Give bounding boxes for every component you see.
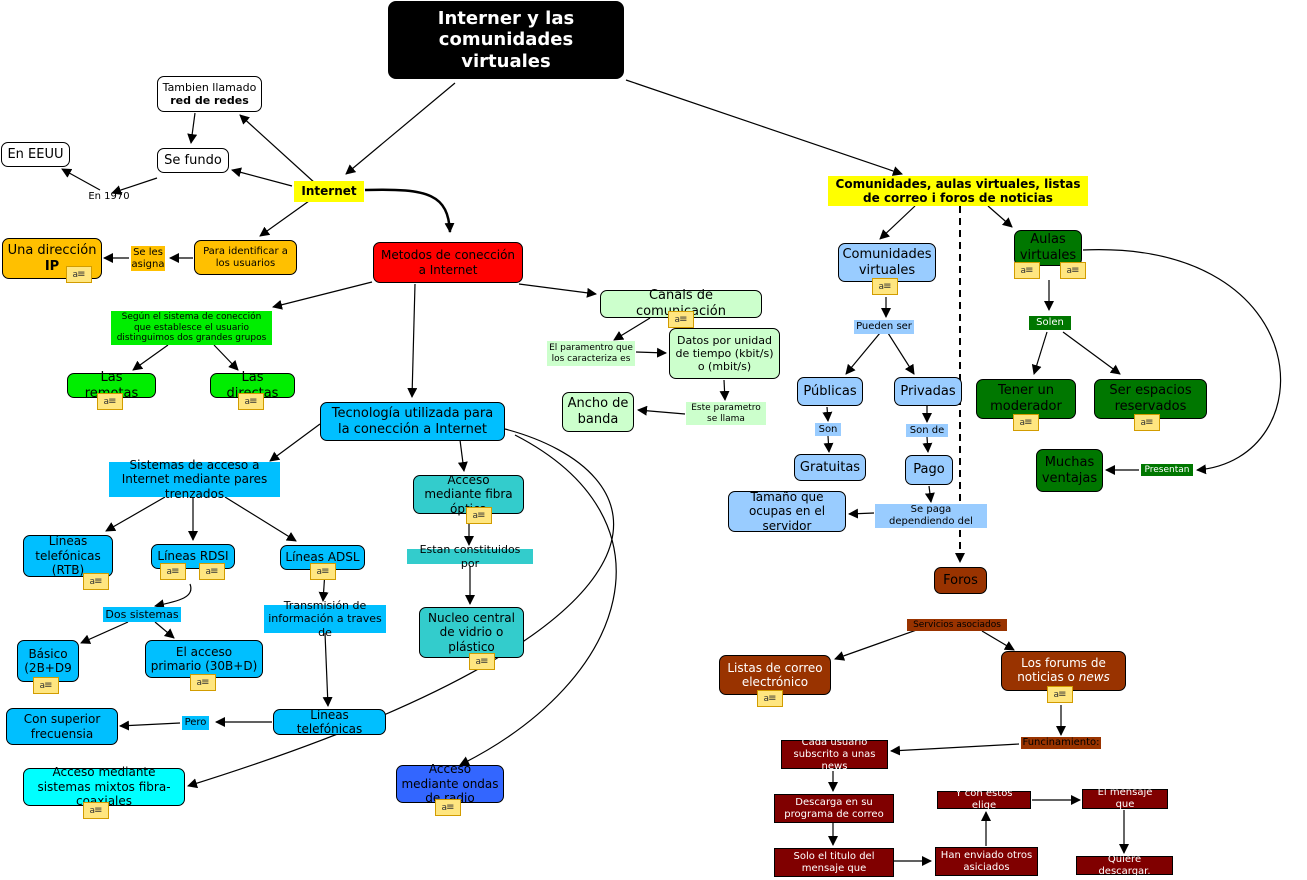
resource-icon[interactable]: a≡: [668, 311, 694, 328]
solen-label: Solen: [1029, 316, 1071, 330]
tamano-node[interactable]: Tamaño que ocupas en el servidor: [728, 490, 846, 533]
resource-icon[interactable]: a≡: [1047, 686, 1073, 703]
superior-frecuencia-node[interactable]: Con superior frecuensia: [6, 708, 118, 745]
listas-correo-node[interactable]: Listas de correo electrónico: [719, 655, 831, 695]
quiere-descargar-node[interactable]: Quiere descargar.: [1076, 854, 1173, 877]
resource-icon[interactable]: a≡: [469, 653, 495, 670]
red-de-redes-text: red de redes: [170, 94, 249, 107]
forums-noticias-node[interactable]: Los forums de noticias o news: [1001, 651, 1126, 691]
se-fundo-node[interactable]: Se fundo: [157, 148, 229, 173]
resource-icon[interactable]: a≡: [1134, 414, 1160, 431]
resource-icon[interactable]: a≡: [83, 573, 109, 590]
segun-sistema-label: Según el sistema de conección que establ…: [111, 311, 272, 345]
se-les-asigna-label: Se les asigna: [131, 246, 165, 271]
resource-icon[interactable]: a≡: [757, 690, 783, 707]
el-mensaje-node[interactable]: El mensaje que: [1082, 787, 1168, 810]
muchas-ventajas-node[interactable]: Muchas ventajas: [1036, 449, 1103, 492]
en-eeuu-node[interactable]: En EEUU: [1, 142, 70, 167]
pueden-ser-label: Pueden ser: [854, 320, 914, 334]
nucleo-node[interactable]: Nucleo central de vidrio o plástico: [419, 607, 524, 658]
moderador-node[interactable]: Tener un moderador: [976, 379, 1076, 419]
privadas-node[interactable]: Privadas: [894, 377, 962, 406]
acceso-primario-node[interactable]: El acceso primario (30B+D): [145, 640, 263, 678]
direccion-text: Una dirección: [7, 242, 97, 258]
solo-titulo-node[interactable]: Solo el titulo del mensaje que: [774, 848, 894, 877]
resource-icon[interactable]: a≡: [310, 563, 336, 580]
resource-icon[interactable]: a≡: [1013, 414, 1039, 431]
sistemas-acceso-label: Sistemas de acceso a Internet mediante p…: [109, 458, 280, 501]
servicios-asociados-label: Servicios asociados: [907, 619, 1007, 631]
resource-icon[interactable]: a≡: [1060, 262, 1086, 279]
metodos-node[interactable]: Metodos de conección a Internet: [373, 242, 523, 283]
internet-node[interactable]: Internet: [294, 181, 364, 202]
tecnologia-node[interactable]: Tecnología utilizada para la conección a…: [320, 402, 505, 441]
son-de-label: Son de: [906, 424, 948, 437]
este-parametro-label: Este parametro se llama: [686, 402, 766, 425]
tambien-llamado-text: Tambien llamado: [162, 80, 257, 94]
pero-label: Pero: [182, 716, 209, 730]
se-paga-label: Se paga dependiendo del: [875, 504, 987, 528]
ip-text: IP: [44, 258, 60, 274]
resource-icon[interactable]: a≡: [435, 799, 461, 816]
funcionamiento-label: Funcinamiento:: [1021, 737, 1101, 749]
transmision-label: Transmisión de información a traves de: [264, 599, 386, 639]
resource-icon[interactable]: a≡: [83, 802, 109, 819]
son-label: Son: [815, 423, 841, 436]
foros-node[interactable]: Foros: [934, 567, 987, 594]
para-identificar-node[interactable]: Para identificar a los usuarios: [194, 240, 297, 275]
comunidades-virtuales-node[interactable]: Comunidades virtuales: [838, 243, 936, 282]
dos-sistemas-label: Dos sistemas: [103, 607, 181, 622]
datos-node[interactable]: Datos por unidad de tiempo (kbit/s) o (m…: [669, 328, 780, 379]
resource-icon[interactable]: a≡: [33, 677, 59, 694]
constituidos-label: Estan constituidos por: [407, 543, 533, 570]
espacios-reservados-node[interactable]: Ser espacios reservados: [1094, 379, 1207, 419]
tambien-llamado-node[interactable]: Tambien llamado red de redes: [157, 76, 262, 112]
ondas-radio-node[interactable]: Acceso mediante ondas de radio: [396, 762, 504, 805]
lineas-rtb-node[interactable]: Líneas telefónicas (RTB): [23, 534, 113, 577]
parametro-label: El paramentro que los caracteriza es: [547, 341, 635, 366]
resource-icon[interactable]: a≡: [199, 563, 225, 580]
gratuitas-node[interactable]: Gratuitas: [794, 454, 866, 481]
han-enviado-node[interactable]: Han enviado otros asiciados: [935, 847, 1038, 876]
publicas-node[interactable]: Públicas: [797, 377, 863, 406]
descarga-node[interactable]: Descarga en su programa de correo: [774, 794, 894, 823]
news-text: news: [1078, 670, 1110, 685]
pago-node[interactable]: Pago: [905, 455, 953, 485]
forums-text: Los forums de noticias o: [1017, 656, 1106, 685]
resource-icon[interactable]: a≡: [66, 266, 92, 283]
page-title: Interner y las comunidades virtuales: [388, 1, 624, 79]
resource-icon[interactable]: a≡: [1014, 262, 1040, 279]
aulas-virtuales-node[interactable]: Aulas virtuales: [1014, 230, 1082, 266]
presentan-label: Presentan: [1141, 464, 1193, 476]
resource-icon[interactable]: a≡: [160, 563, 186, 580]
comunidades-aulas-node[interactable]: Comunidades, aulas virtuales, listas de …: [828, 176, 1088, 206]
resource-icon[interactable]: a≡: [872, 278, 898, 295]
ancho-banda-node[interactable]: Ancho de banda: [562, 392, 634, 432]
con-estos-elige-node[interactable]: Y con estos elige: [937, 788, 1031, 811]
lineas-telefonicas-node[interactable]: Líneas telefónicas: [273, 708, 386, 736]
resource-icon[interactable]: a≡: [97, 393, 123, 410]
resource-icon[interactable]: a≡: [466, 507, 492, 524]
resource-icon[interactable]: a≡: [190, 674, 216, 691]
mixtos-node[interactable]: Acceso mediante sistemas mixtos fibra-co…: [23, 765, 185, 808]
cada-usuario-node[interactable]: Cada usuario subscrito a unas news: [781, 737, 888, 772]
basico-node[interactable]: Básico (2B+D9: [17, 640, 79, 682]
en-1970-label: En 1970: [88, 191, 130, 202]
resource-icon[interactable]: a≡: [238, 393, 264, 410]
